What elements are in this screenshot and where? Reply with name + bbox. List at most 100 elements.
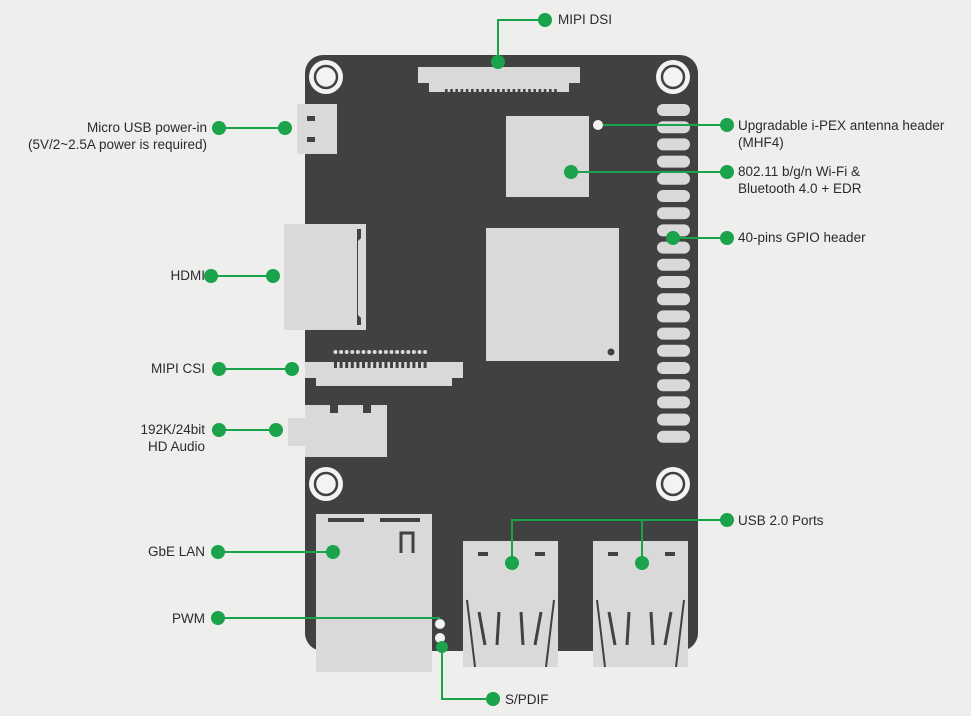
connector-pin xyxy=(554,89,557,105)
gpio-header xyxy=(657,104,690,443)
callout-dot xyxy=(538,13,552,27)
connector-pin xyxy=(465,89,469,105)
callout-dot xyxy=(491,55,505,69)
gpio-pin xyxy=(657,362,690,374)
callout-dot xyxy=(720,513,734,527)
connector-pin xyxy=(406,350,411,354)
connector-pin xyxy=(417,350,422,354)
label-micro-usb: Micro USB power-in (5V/2~2.5A power is r… xyxy=(28,119,207,153)
callout-dot xyxy=(211,545,225,559)
connector-pin xyxy=(523,89,526,105)
callout-dot xyxy=(278,121,292,135)
connector-pin xyxy=(450,89,453,105)
spdif-pad xyxy=(435,633,445,643)
connector-pin xyxy=(423,350,428,354)
connector-pin xyxy=(507,89,510,105)
connector-pin xyxy=(486,89,490,105)
gpio-pin xyxy=(657,104,690,116)
gpio-pin xyxy=(657,413,690,426)
connector-pin xyxy=(361,350,366,354)
label-pwm: PWM xyxy=(172,611,205,626)
connector-pin xyxy=(512,89,516,105)
callout-dot xyxy=(212,423,226,437)
callout-dot xyxy=(285,362,299,376)
label-usb: USB 2.0 Ports xyxy=(738,513,824,528)
callout-line-mipi-dsi xyxy=(497,19,545,62)
connector-pin xyxy=(497,89,500,105)
mounting-hole-top-left xyxy=(309,60,343,94)
gpio-pin xyxy=(657,344,690,357)
connector-pin xyxy=(538,89,542,105)
connector-pin xyxy=(367,350,372,354)
callout-dot xyxy=(666,231,680,245)
callout-dot xyxy=(212,362,226,376)
mounting-hole-bottom-right xyxy=(656,467,690,501)
connector-pin xyxy=(491,89,495,105)
callout-lines xyxy=(211,19,727,700)
label-audio-line2: HD Audio xyxy=(147,439,205,454)
connector-pin xyxy=(333,350,338,354)
label-ipex: Upgradable i-PEX antenna header (MHF4) xyxy=(738,117,944,151)
label-mipi-dsi: MIPI DSI xyxy=(558,12,613,27)
gpio-pin xyxy=(657,121,690,134)
connector-pin xyxy=(455,89,458,105)
gpio-pin xyxy=(657,207,690,220)
gpio-pin xyxy=(657,276,690,288)
gpio-pin xyxy=(657,224,690,237)
callout-line-usb xyxy=(511,519,727,563)
connector-pin xyxy=(339,352,343,368)
pwm-pad xyxy=(435,619,445,629)
connector-pin xyxy=(502,89,505,105)
connector-pin xyxy=(476,89,479,105)
connector-pin xyxy=(372,350,377,354)
connector-pin xyxy=(384,352,388,368)
micro-usb-port xyxy=(297,104,337,154)
connector-pin xyxy=(390,352,393,368)
connector-pin xyxy=(395,350,400,354)
mounting-hole-bottom-left xyxy=(309,467,343,501)
ipex-connector xyxy=(593,120,603,130)
callout-dot xyxy=(505,556,519,570)
label-micro-usb-line1: Micro USB power-in xyxy=(86,120,207,135)
label-audio-line1: 192K/24bit xyxy=(140,422,205,437)
label-wifi-line1: 802.11 b/g/n Wi-Fi & xyxy=(738,164,861,179)
connector-pin xyxy=(395,352,399,368)
connector-pin xyxy=(362,352,365,368)
connector-pin xyxy=(373,352,377,368)
connector-pin xyxy=(345,352,349,368)
callout-dots xyxy=(204,13,734,706)
audio-jack xyxy=(288,405,387,457)
connector-pin xyxy=(378,350,383,354)
connector-pin xyxy=(367,352,371,368)
connector-pin xyxy=(339,350,344,354)
callout-dot xyxy=(635,556,649,570)
connector-pin xyxy=(355,350,360,354)
connector-pin xyxy=(412,352,416,368)
mounting-hole-top-right xyxy=(656,60,690,94)
connector-pin xyxy=(400,350,405,354)
gpio-pin xyxy=(657,241,690,254)
mipi-csi-connector xyxy=(305,350,463,386)
connector-pin xyxy=(423,352,427,368)
gpio-pin xyxy=(657,138,690,151)
label-hdmi: HDMI xyxy=(170,268,206,283)
connector-pin xyxy=(350,352,354,368)
label-ipex-line1: Upgradable i-PEX antenna header xyxy=(738,118,945,133)
label-gpio: 40-pins GPIO header xyxy=(738,230,866,245)
gpio-pin xyxy=(657,155,690,168)
callout-dot xyxy=(486,692,500,706)
connector-pin xyxy=(460,89,464,105)
gpio-pin xyxy=(657,310,690,323)
wifi-module xyxy=(506,116,589,197)
label-spdif: S/PDIF xyxy=(505,692,549,707)
connector-pin xyxy=(350,350,355,354)
soc-chip xyxy=(486,228,619,361)
callout-dot xyxy=(204,269,218,283)
callout-dot xyxy=(212,121,226,135)
mipi-dsi-connector xyxy=(418,67,580,105)
connector-pin xyxy=(481,89,484,105)
connector-pin xyxy=(549,89,552,105)
label-mipi-csi: MIPI CSI xyxy=(150,361,205,376)
callout-dot xyxy=(211,611,225,625)
